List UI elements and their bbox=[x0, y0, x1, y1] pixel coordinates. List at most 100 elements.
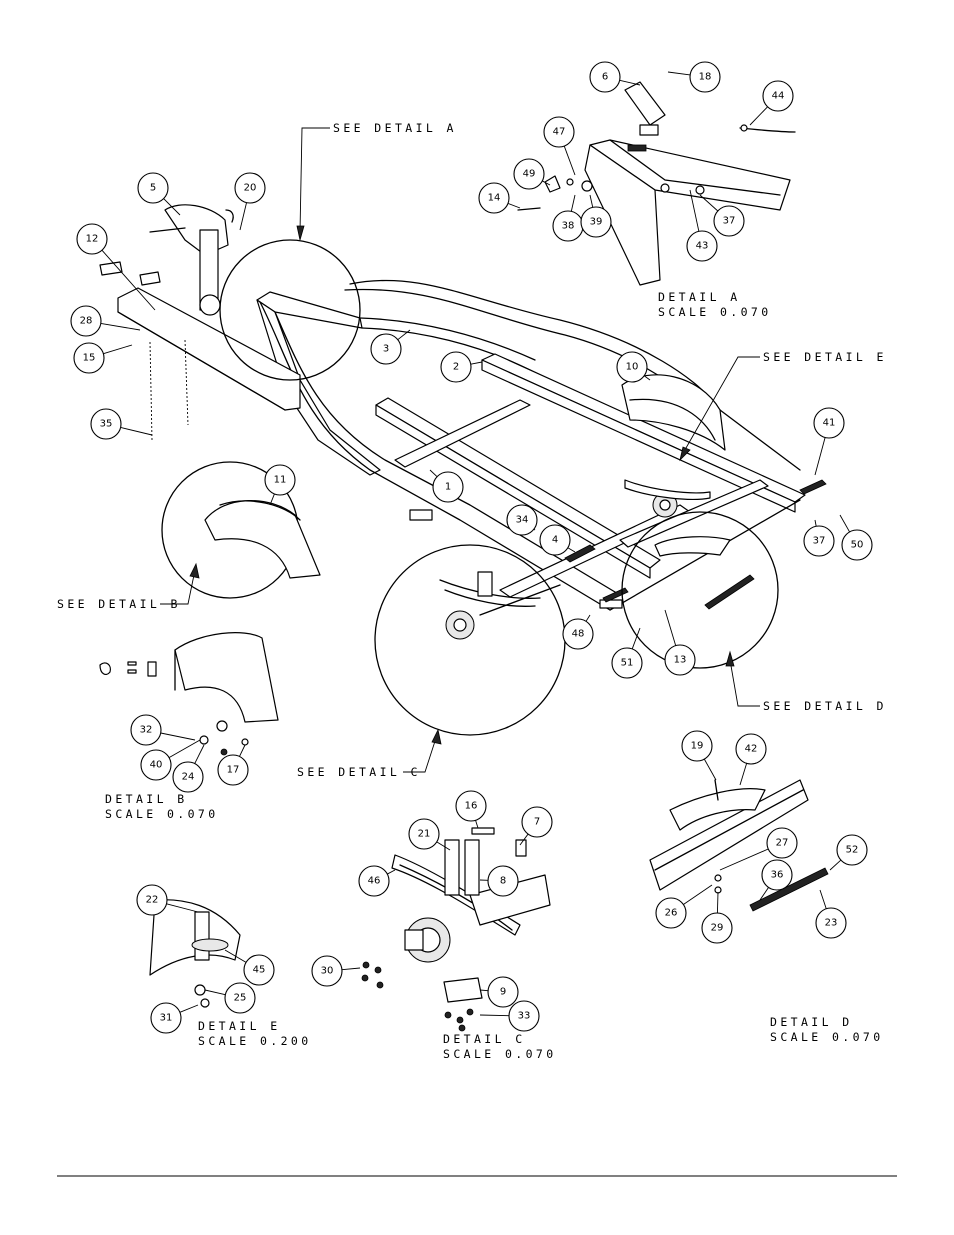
part-leader-line bbox=[719, 848, 769, 871]
part-bubble-41: 41 bbox=[813, 407, 845, 476]
part-bubble-circle bbox=[150, 1002, 182, 1034]
part-bubble-circle bbox=[813, 407, 845, 439]
part-bubble-22: 22 bbox=[136, 884, 199, 916]
part-number-bubbles: 1234567891011121314151617181920212223242… bbox=[70, 61, 873, 1034]
part-bubble-circle bbox=[762, 80, 794, 112]
detail-b-title: DETAIL B bbox=[105, 792, 188, 806]
part-bubble-45: 45 bbox=[224, 949, 275, 986]
part-leader-line bbox=[269, 493, 275, 506]
see-detail-a-label: SEE DETAIL A bbox=[333, 121, 457, 135]
part-bubble-43: 43 bbox=[686, 189, 718, 262]
part-bubble-9: 9 bbox=[479, 976, 519, 1008]
part-bubble-circle bbox=[589, 61, 621, 93]
part-number-text: 17 bbox=[227, 765, 240, 776]
part-bubble-circle bbox=[172, 761, 204, 793]
part-bubble-16: 16 bbox=[455, 790, 487, 829]
part-bubble-circle bbox=[580, 206, 612, 238]
part-bubble-40: 40 bbox=[140, 739, 201, 781]
part-leader-line bbox=[194, 744, 205, 764]
part-leader-line bbox=[204, 989, 226, 996]
part-leader-line bbox=[749, 106, 768, 126]
part-number-text: 29 bbox=[711, 923, 724, 934]
part-number-text: 15 bbox=[83, 353, 96, 364]
part-bubble-30: 30 bbox=[311, 955, 361, 987]
see-detail-e-label: SEE DETAIL E bbox=[763, 350, 887, 364]
part-leader-line bbox=[397, 329, 411, 341]
part-leader-line bbox=[163, 198, 181, 216]
part-number-text: 22 bbox=[146, 895, 159, 906]
part-number-text: 26 bbox=[665, 908, 678, 919]
part-leader-line bbox=[819, 889, 827, 909]
detail-b-drawing bbox=[99, 632, 279, 756]
part-bubble-24: 24 bbox=[172, 744, 205, 793]
part-number-text: 37 bbox=[723, 216, 736, 227]
part-bubble-31: 31 bbox=[150, 1002, 199, 1034]
part-number-text: 28 bbox=[80, 316, 93, 327]
part-number-text: 45 bbox=[253, 965, 266, 976]
part-bubble-circle bbox=[455, 790, 487, 822]
part-leader-line bbox=[168, 739, 201, 758]
part-leader-line bbox=[664, 609, 677, 646]
part-bubble-12: 12 bbox=[76, 223, 156, 311]
part-bubble-17: 17 bbox=[217, 744, 249, 786]
part-bubble-37: 37 bbox=[699, 194, 745, 237]
part-leader-line bbox=[739, 763, 748, 786]
part-bubble-circle bbox=[735, 733, 767, 765]
part-bubble-18: 18 bbox=[667, 61, 721, 93]
part-number-text: 9 bbox=[500, 987, 506, 998]
part-bubble-circle bbox=[815, 907, 847, 939]
part-bubble-circle bbox=[370, 333, 402, 365]
detail-d-title: DETAIL D bbox=[770, 1015, 853, 1029]
part-bubble-44: 44 bbox=[749, 80, 794, 126]
part-bubble-5: 5 bbox=[137, 172, 181, 216]
part-number-text: 25 bbox=[234, 993, 247, 1004]
part-number-text: 14 bbox=[488, 193, 501, 204]
detail-c-title: DETAIL C bbox=[443, 1032, 526, 1046]
part-bubble-circle bbox=[137, 172, 169, 204]
part-bubble-1: 1 bbox=[429, 469, 464, 503]
part-number-text: 43 bbox=[696, 241, 709, 252]
part-bubble-49: 49 bbox=[513, 158, 551, 190]
part-number-text: 51 bbox=[621, 658, 634, 669]
part-number-text: 23 bbox=[825, 918, 838, 929]
part-leader-line bbox=[814, 519, 817, 527]
part-bubble-27: 27 bbox=[719, 827, 798, 871]
part-leader-line bbox=[619, 79, 641, 86]
part-bubble-circle bbox=[543, 116, 575, 148]
part-bubble-circle bbox=[681, 730, 713, 762]
part-number-text: 32 bbox=[140, 725, 153, 736]
see-detail-c-label: SEE DETAIL C bbox=[297, 765, 421, 779]
detail-e-drawing bbox=[149, 899, 241, 1008]
part-bubble-circle bbox=[686, 230, 718, 262]
part-bubble-25: 25 bbox=[204, 982, 256, 1014]
part-leader-line bbox=[519, 833, 529, 846]
part-bubble-circle bbox=[655, 897, 687, 929]
part-number-text: 16 bbox=[465, 801, 478, 812]
part-bubble-circle bbox=[76, 223, 108, 255]
part-bubble-circle bbox=[130, 714, 162, 746]
part-number-text: 31 bbox=[160, 1013, 173, 1024]
part-number-text: 39 bbox=[590, 217, 603, 228]
part-number-text: 50 bbox=[851, 540, 864, 551]
part-bubble-29: 29 bbox=[701, 891, 733, 944]
part-number-text: 8 bbox=[500, 876, 506, 887]
part-bubble-circle bbox=[234, 172, 266, 204]
part-bubble-26: 26 bbox=[655, 884, 713, 929]
part-bubble-circle bbox=[487, 976, 519, 1008]
part-leader-line bbox=[224, 949, 247, 963]
part-bubble-21: 21 bbox=[408, 818, 451, 851]
part-leader-line bbox=[341, 967, 361, 971]
part-number-text: 21 bbox=[418, 829, 431, 840]
part-number-text: 13 bbox=[674, 655, 687, 666]
detail-b-scale: SCALE 0.070 bbox=[105, 807, 219, 821]
part-bubble-52: 52 bbox=[829, 834, 868, 871]
part-leader-line bbox=[479, 989, 489, 992]
part-leader-line bbox=[839, 514, 850, 533]
part-bubble-circle bbox=[689, 61, 721, 93]
part-bubble-13: 13 bbox=[664, 609, 696, 676]
part-bubble-19: 19 bbox=[681, 730, 717, 781]
part-leader-line bbox=[239, 744, 246, 757]
part-number-text: 7 bbox=[534, 817, 540, 828]
part-bubble-circle bbox=[311, 955, 343, 987]
